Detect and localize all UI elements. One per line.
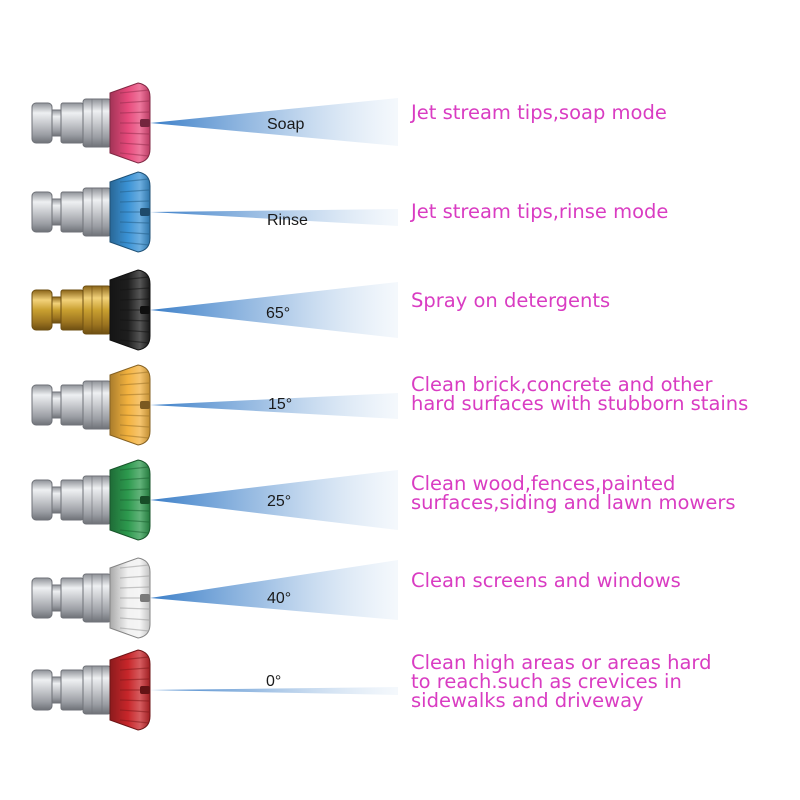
tip-description: Jet stream tips,rinse mode [411,200,796,223]
tip-description-line: Clean screens and windows [411,569,681,592]
spray-angle-label: 65° [266,305,290,322]
quick-connect-plug [31,98,112,148]
spray-angle-label: 25° [267,493,291,510]
spray-angle-label: Soap [267,116,304,133]
spray-fan [150,560,398,620]
nozzle-tip-cap [109,649,151,731]
tip-description-line: Jet stream tips,soap mode [411,101,667,124]
tip-description-line: Clean brick,concrete and other [411,373,713,396]
tip-description: Spray on detergents [411,289,796,312]
spray-fan [150,470,398,530]
quick-connect-plug [31,285,112,335]
tip-description-line: Clean high areas or areas hard [411,651,712,674]
spray-angle-label: Rinse [267,212,308,229]
nozzle-tip-cap [109,269,151,351]
nozzle-row: 40° [31,557,398,639]
spray-fan [150,209,398,226]
spray-angle-label: 15° [268,396,292,413]
spray-fan [150,687,398,695]
tip-description: Clean screens and windows [411,569,796,592]
nozzle-row: 0° [31,649,398,731]
tip-description-line: hard surfaces with stubborn stains [411,392,749,415]
tip-description: Jet stream tips,soap mode [411,101,796,124]
spray-fan [150,98,398,146]
nozzle-tip-cap [109,459,151,541]
nozzle-tip-cap [109,364,151,446]
nozzle-tip-cap [109,171,151,253]
quick-connect-plug [31,665,112,715]
spray-angle-label: 40° [267,590,291,607]
quick-connect-plug [31,380,112,430]
nozzle-row: Rinse [31,171,398,253]
tip-description-line: to reach.such as crevices in [411,670,682,693]
nozzle-row: 15° [31,364,398,446]
spray-angle-label: 0° [266,673,281,690]
spray-fan [150,393,398,419]
quick-connect-plug [31,187,112,237]
nozzle-row: Soap [31,82,398,164]
tip-description-line: sidewalks and driveway [411,689,644,712]
quick-connect-plug [31,475,112,525]
tip-description-line: Jet stream tips,rinse mode [411,200,669,223]
nozzle-row: 65° [31,269,398,351]
nozzle-tip-cap [109,82,151,164]
tip-description-line: Spray on detergents [411,289,611,312]
quick-connect-plug [31,573,112,623]
spray-fan [150,282,398,338]
tip-description-line: surfaces,siding and lawn mowers [411,491,736,514]
nozzle-row: 25° [31,459,398,541]
nozzle-tip-cap [109,557,151,639]
tip-description-line: Clean wood,fences,painted [411,472,676,495]
